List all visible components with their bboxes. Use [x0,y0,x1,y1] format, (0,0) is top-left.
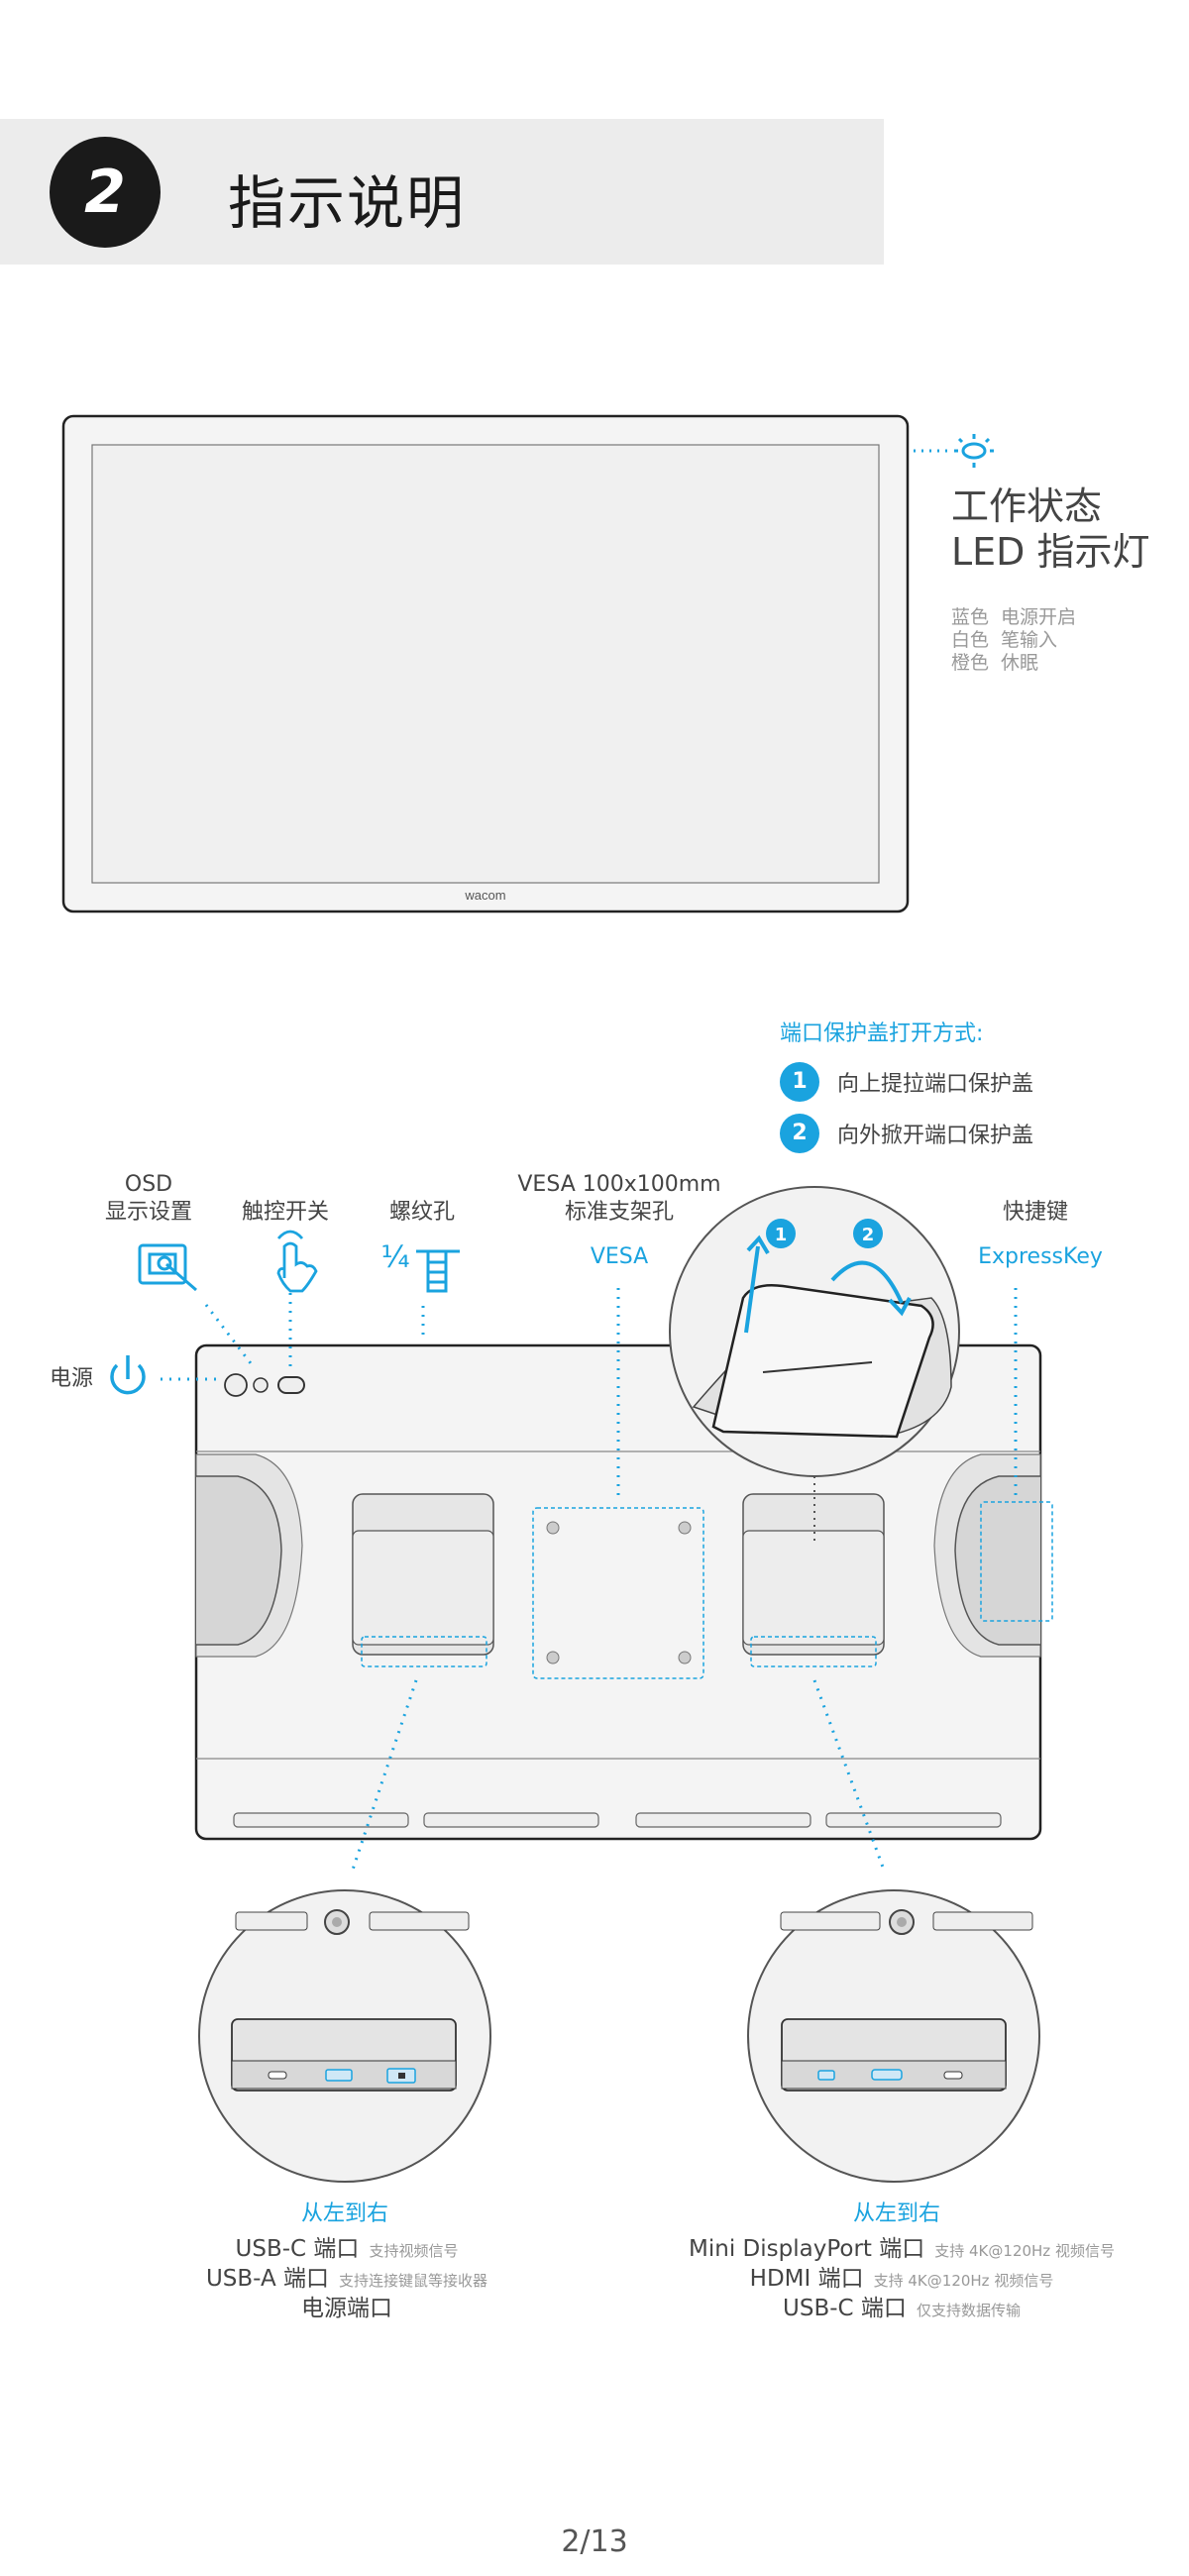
led-title: 工作状态 LED 指示灯 [951,483,1150,575]
leader-lines [161,1288,1018,1874]
expresskey-label: 快捷键 [1002,1200,1068,1225]
step-text: 向上提拉端口保护盖 [837,1072,1034,1097]
port-row: HDMI 端口支持 4K@120Hz 视频信号 [634,2265,1169,2295]
touch-hand-icon [276,1230,318,1293]
legend-color: 白色 [951,629,990,651]
port-row: USB-A 端口支持连接键鼠等接收器 [109,2265,585,2295]
ports-right-zoom [747,1889,1040,2183]
thread-label: 螺纹孔 [388,1200,455,1225]
ports-left-title: 从左到右 [300,2201,388,2226]
vesa-label: VESA 100x100mm 标准支架孔 [495,1171,743,1227]
highlight-boxes [361,1501,1053,1679]
port-row: USB-C 端口支持视频信号 [109,2235,585,2265]
legend-color: 橙色 [951,652,990,674]
port-name: Mini DisplayPort 端口 [689,2236,925,2262]
port-row: USB-C 端口仅支持数据传输 [634,2295,1169,2324]
step-number-badge: 2 [50,137,161,248]
port-name: USB-C 端口 [783,2296,907,2321]
thread-size-label: ¼ [380,1240,410,1275]
port-note: 支持视频信号 [369,2242,459,2260]
ports-right-title: 从左到右 [852,2201,940,2226]
ports-left-list: USB-C 端口支持视频信号 USB-A 端口支持连接键鼠等接收器 电源端口 [109,2235,585,2322]
power-label: 电源 [49,1366,93,1391]
step-text: 向外掀开端口保护盖 [837,1124,1034,1148]
wacom-logo: wacom [464,888,505,903]
legend-meaning: 电源开启 [1001,606,1077,628]
legend-meaning: 休眠 [1001,652,1039,674]
osd-settings-icon [138,1243,197,1292]
section-title: 指示说明 [228,169,467,237]
led-title-line1: 工作状态 [951,484,1103,528]
led-legend: 蓝色电源开启 白色笔输入 橙色休眠 [951,606,1076,675]
osd-label-line2: 显示设置 [104,1200,192,1225]
vesa-label-line1: VESA 100x100mm [517,1172,721,1197]
port-note: 支持连接键鼠等接收器 [339,2272,488,2290]
port-cover-step-2: 2 向外掀开端口保护盖 [780,1114,1033,1153]
step-badge: 2 [780,1114,819,1153]
port-cover-zoom: 1 2 [669,1186,960,1477]
port-name: USB-A 端口 [205,2266,330,2292]
port-cover-step-1: 1 向上提拉端口保护盖 [780,1062,1033,1102]
thread-hole-icon [416,1249,460,1293]
power-icon [110,1355,146,1395]
osd-label: OSD 显示设置 [89,1171,208,1227]
port-row: Mini DisplayPort 端口支持 4K@120Hz 视频信号 [634,2235,1169,2265]
led-legend-row: 蓝色电源开启 [951,606,1076,629]
osd-label-line1: OSD [124,1172,173,1197]
step-badge: 1 [780,1062,819,1102]
touch-label: 触控开关 [241,1200,329,1225]
legend-color: 蓝色 [951,606,990,628]
expresskey-blue-label: ExpressKey [978,1244,1103,1269]
ports-left-zoom [198,1889,491,2183]
zoom-step2-label: 2 [862,1225,875,1245]
led-light-icon [954,434,994,468]
led-legend-row: 橙色休眠 [951,652,1076,675]
port-name: HDMI 端口 [749,2266,864,2292]
legend-meaning: 笔输入 [1001,629,1058,651]
vesa-label-line2: 标准支架孔 [564,1200,674,1225]
port-cover-title: 端口保护盖打开方式: [780,1021,984,1046]
port-note: 仅支持数据传输 [916,2302,1021,2319]
port-row: 电源端口 [109,2295,585,2322]
port-name: USB-C 端口 [235,2236,360,2262]
monitor-front: wacom [61,414,910,913]
port-note: 支持 4K@120Hz 视频信号 [873,2272,1054,2290]
page-number: 2/13 [561,2524,628,2559]
led-title-line2: LED 指示灯 [951,530,1150,574]
ports-right-list: Mini DisplayPort 端口支持 4K@120Hz 视频信号 HDMI… [634,2235,1169,2324]
vesa-blue-label: VESA [590,1244,649,1269]
zoom-step1-label: 1 [775,1225,788,1245]
port-note: 支持 4K@120Hz 视频信号 [934,2242,1115,2260]
led-legend-row: 白色笔输入 [951,629,1076,652]
port-name: 电源端口 [301,2296,392,2321]
